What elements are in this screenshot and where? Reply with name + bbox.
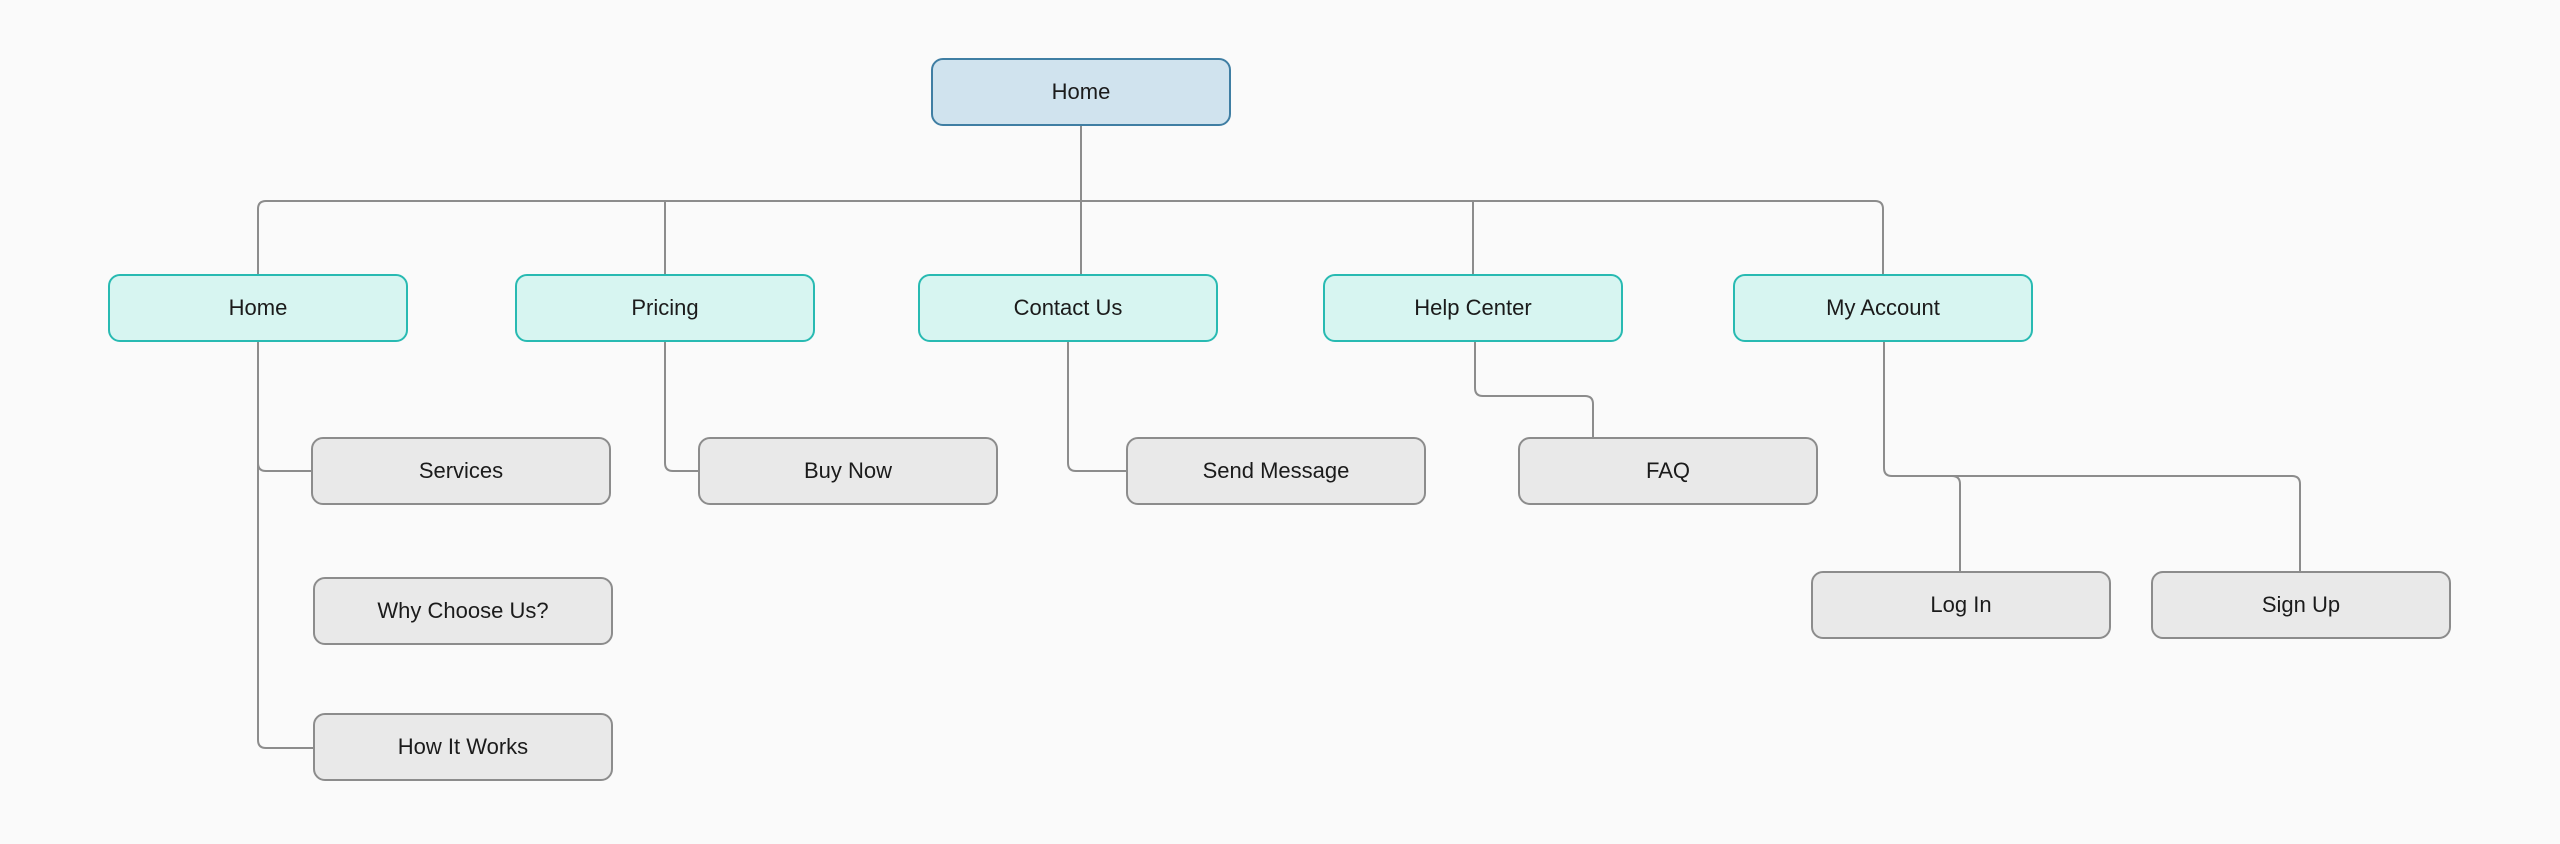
node-services-label: Services — [418, 458, 504, 483]
edge-my-account-to-log-in — [1951, 475, 1961, 571]
node-pricing-label: Pricing — [631, 295, 699, 320]
node-my-account[interactable]: My Account — [1733, 274, 2033, 342]
node-faq-label: FAQ — [1645, 458, 1690, 483]
node-send-message[interactable]: Send Message — [1126, 437, 1426, 505]
node-how-it-works[interactable]: How It Works — [313, 713, 613, 781]
node-why-choose-us[interactable]: Why Choose Us? — [313, 577, 613, 645]
edge-pricing-to-buy-now — [664, 342, 698, 472]
node-log-in[interactable]: Log In — [1811, 571, 2111, 639]
node-help-center[interactable]: Help Center — [1323, 274, 1623, 342]
node-faq[interactable]: FAQ — [1518, 437, 1818, 505]
node-buy-now-label: Buy Now — [803, 458, 893, 483]
node-contact-us[interactable]: Contact Us — [918, 274, 1218, 342]
node-my-account-label: My Account — [1826, 295, 1940, 320]
node-pricing[interactable]: Pricing — [515, 274, 815, 342]
edge-home-to-how-it-works — [257, 342, 313, 749]
node-log-in-label: Log In — [1930, 592, 1992, 617]
node-home[interactable]: Home — [108, 274, 408, 342]
node-home-root-label: Home — [1051, 79, 1111, 104]
node-sign-up[interactable]: Sign Up — [2151, 571, 2451, 639]
edge-contact-us-to-send-message — [1067, 342, 1126, 472]
node-why-choose-us-label: Why Choose Us? — [377, 598, 549, 623]
node-services[interactable]: Services — [311, 437, 611, 505]
node-sign-up-label: Sign Up — [2261, 592, 2341, 617]
node-contact-us-label: Contact Us — [1013, 295, 1123, 320]
edge-help-center-to-faq — [1474, 342, 1594, 437]
node-send-message-label: Send Message — [1202, 458, 1350, 483]
node-home-label: Home — [228, 295, 288, 320]
edge-home-to-services — [257, 462, 311, 472]
node-help-center-label: Help Center — [1414, 295, 1532, 320]
node-how-it-works-label: How It Works — [397, 734, 529, 759]
node-home-root[interactable]: Home — [931, 58, 1231, 126]
node-buy-now[interactable]: Buy Now — [698, 437, 998, 505]
edge-my-account-to-sign-up — [1883, 342, 2301, 571]
edge-rail-home-to-my-account — [257, 200, 1884, 274]
